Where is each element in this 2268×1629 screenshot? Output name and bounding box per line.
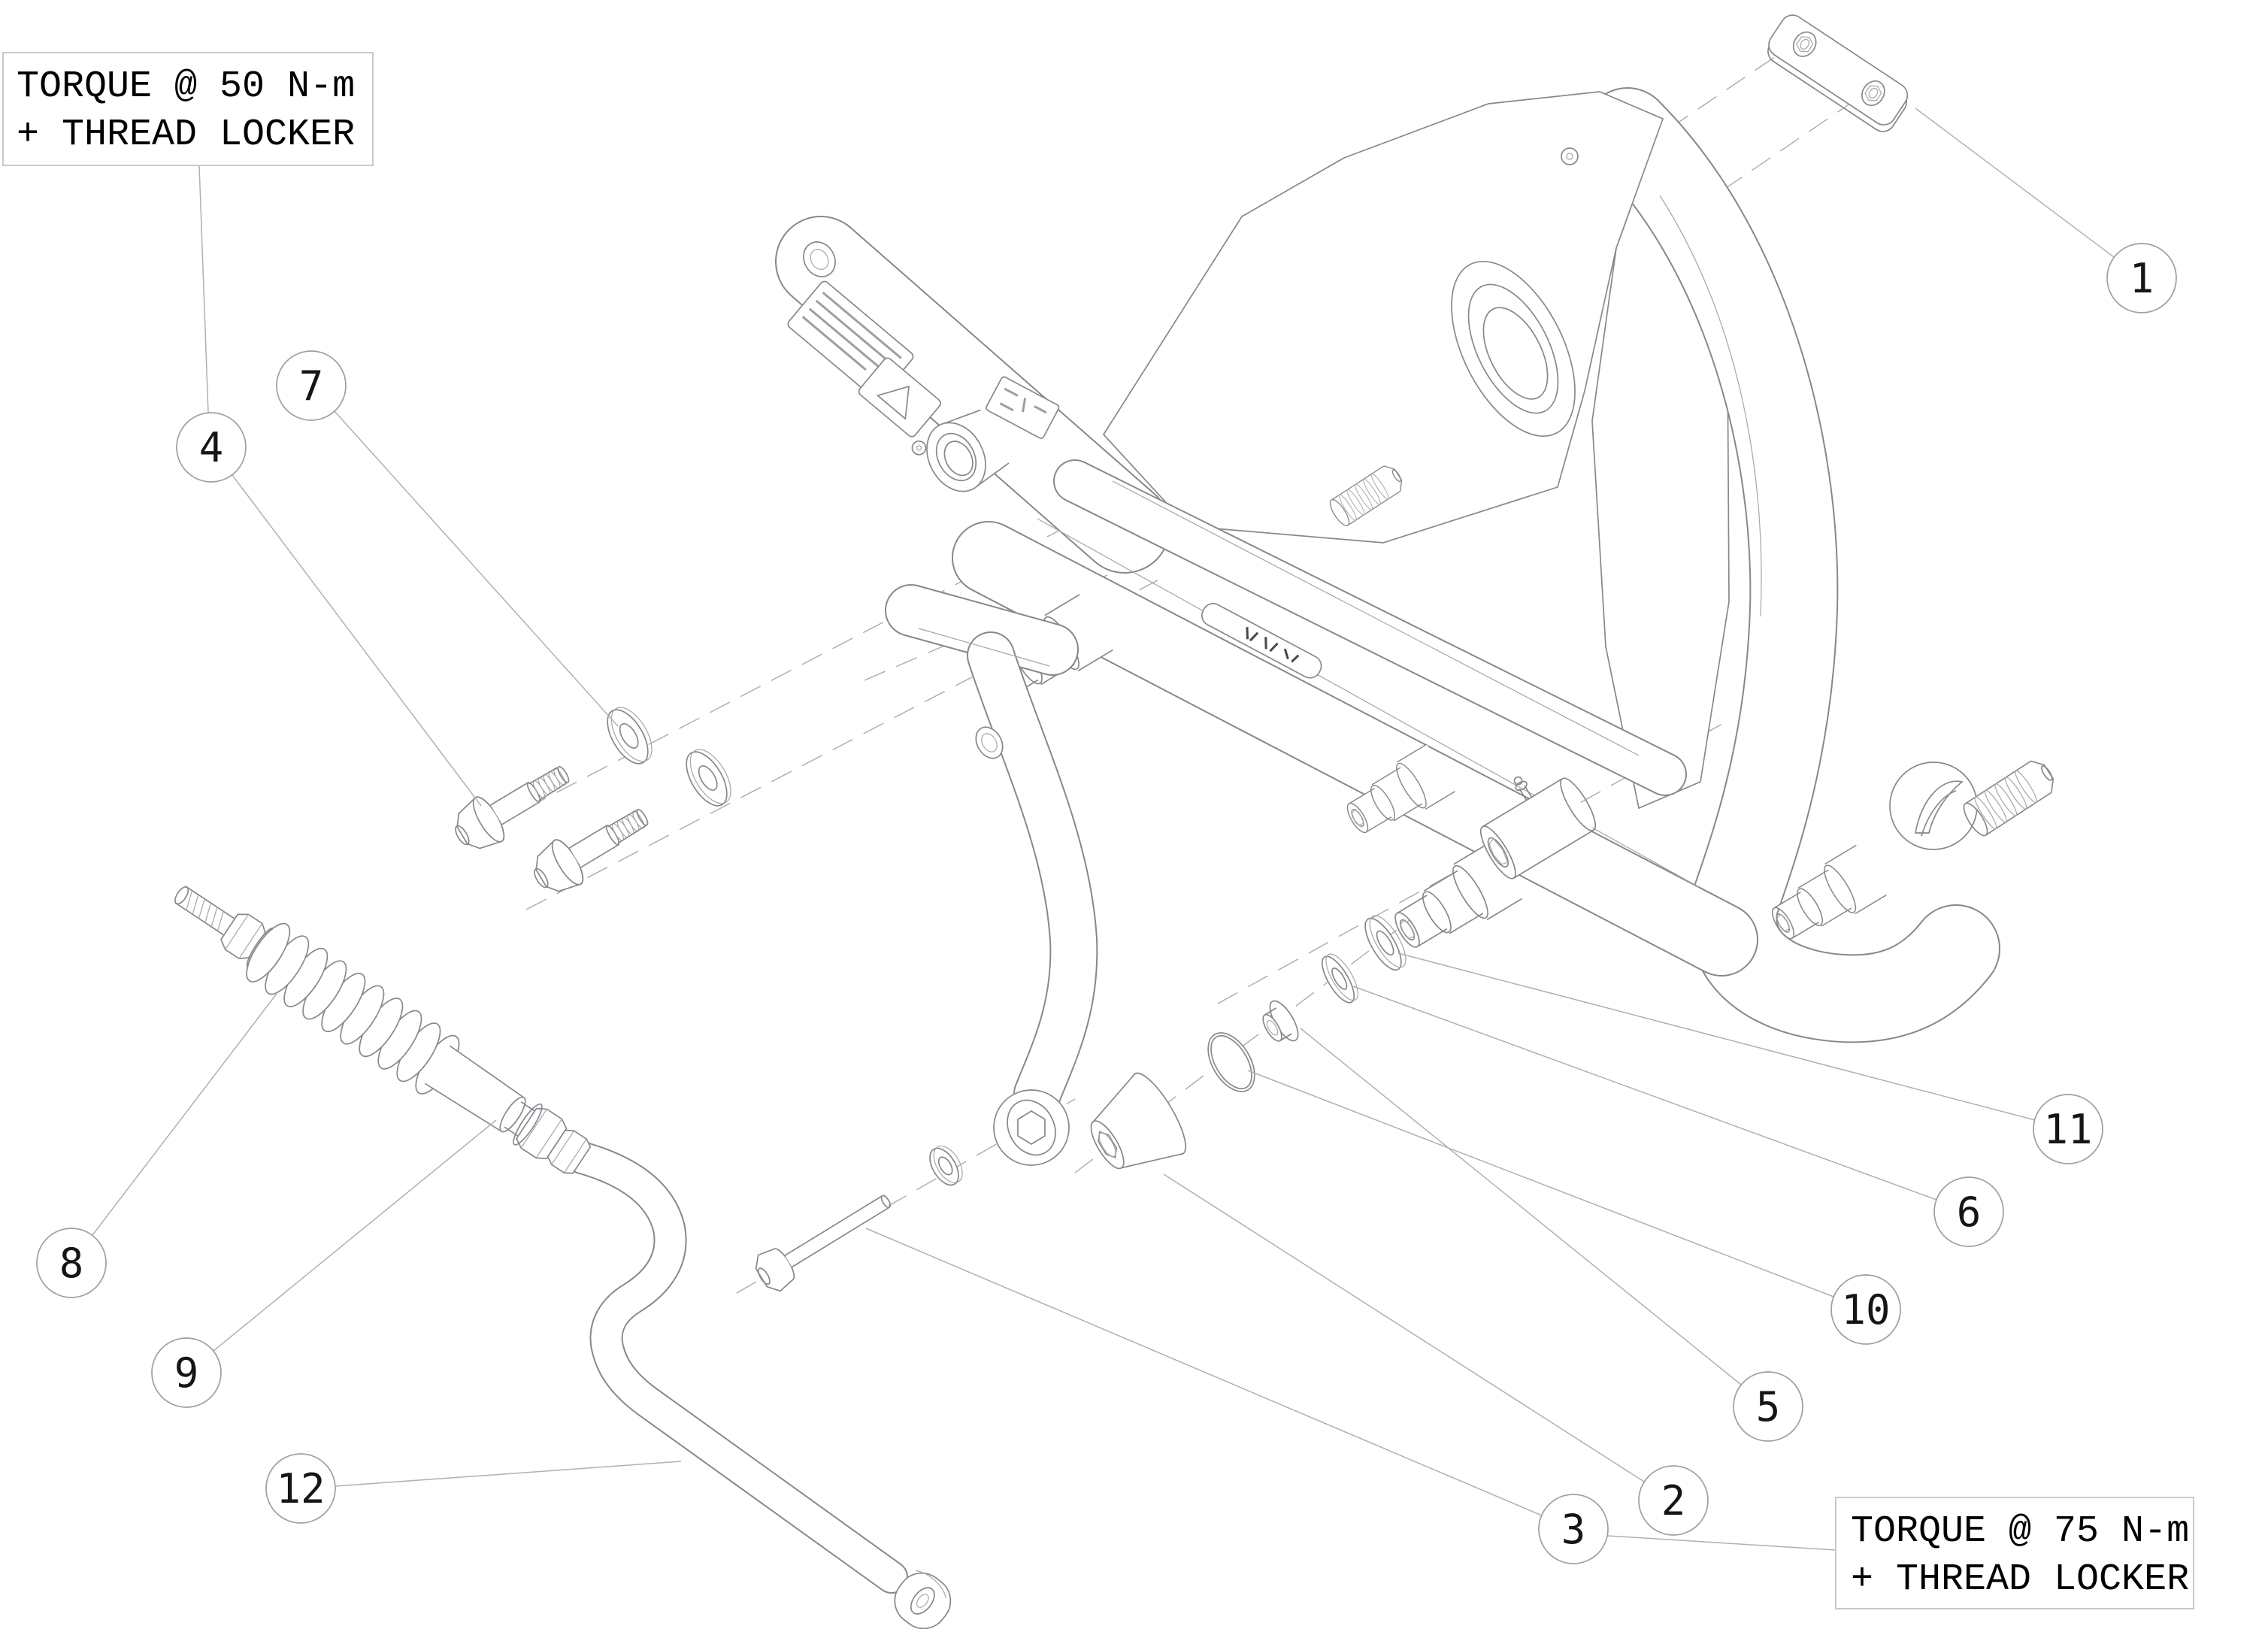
spring-shock-assembly [174,886,592,1174]
flange-hex-bolt [523,793,659,904]
tower-boss [1561,147,1579,165]
callout-4: 4 [176,412,247,483]
callout-9-label: 9 [174,1349,199,1397]
bracket-hex-hole [1017,1110,1046,1145]
flat-washer [1321,953,1358,1004]
leader-lines [92,107,2115,1551]
torque-note-50: TORQUE @ 50 N-m + THREAD LOCKER [2,52,374,166]
threaded-stud [174,886,235,936]
callout-6: 6 [1933,1176,2004,1247]
frame-right-arm [1583,87,2000,1043]
flange-nut [516,1107,568,1160]
brand-logo-icon [1914,780,1964,837]
callout-3: 3 [1538,1494,1609,1564]
ribbed-stub [1958,755,2061,840]
callout-8: 8 [36,1228,107,1298]
grease-bushing-housing [1479,776,1597,880]
callout-1-label: 1 [2130,255,2154,302]
callout-7-label: 7 [299,362,324,410]
flat-washer [598,700,661,771]
callout-3-label: 3 [1561,1506,1586,1553]
callout-10: 10 [1830,1274,1901,1345]
callout-10-label: 10 [1841,1286,1890,1334]
jam-nut [547,1129,592,1174]
support-bracket [885,584,1098,1166]
torque-note-50-line1: TORQUE @ 50 N-m [17,65,355,108]
callout-1: 1 [2106,243,2177,313]
bar-eyelet [894,1570,952,1629]
callout-5: 5 [1733,1371,1803,1442]
torque-note-75-line2: + THREAD LOCKER [1851,1558,2189,1601]
callout-2-label: 2 [1661,1477,1686,1525]
shock-body [424,1045,535,1137]
warning-triangle-icon [876,385,910,420]
o-ring [1207,1032,1255,1092]
partnumber-slot [1201,603,1322,679]
cone-bushing [1090,1072,1187,1170]
pivot-collar [911,409,1010,492]
callout-4-label: 4 [199,424,224,471]
plate-hex-boss [1792,31,1817,57]
callout-5-label: 5 [1756,1383,1781,1431]
callout-6-label: 6 [1957,1188,1982,1236]
callout-2: 2 [1638,1465,1709,1536]
flat-washer [1364,915,1407,971]
stabilizer-bar [565,1141,952,1629]
flat-washer [677,742,740,813]
callout-7: 7 [276,350,347,421]
callout-9: 9 [151,1337,222,1408]
warning-triangle-label [858,357,941,438]
flat-washer [929,1145,963,1186]
callout-11-label: 11 [2043,1106,2092,1153]
arm-end-hole [803,241,836,277]
grease-zerk-icon [1513,776,1533,801]
frame-cross-beams [952,459,1758,976]
long-hex-bolt [755,1194,892,1292]
callout-12-label: 12 [276,1465,325,1512]
swingarm-frame [775,87,2061,1043]
callout-12: 12 [265,1453,336,1524]
bracket-upper-hole [975,726,1004,759]
torque-note-50-line2: + THREAD LOCKER [17,114,355,156]
plate-hex-boss [1861,80,1885,107]
collar-screw [911,440,927,456]
callout-11: 11 [2033,1094,2103,1164]
mounting-plate [1767,14,1909,132]
callout-8-label: 8 [59,1240,84,1287]
torque-note-75: TORQUE @ 75 N-m + THREAD LOCKER [1835,1497,2194,1609]
flanged-spacer [1262,1000,1299,1042]
torque-note-75-line1: TORQUE @ 75 N-m [1851,1510,2189,1553]
frame-pivot-tower [1451,147,1579,438]
small-sticker [986,376,1060,439]
